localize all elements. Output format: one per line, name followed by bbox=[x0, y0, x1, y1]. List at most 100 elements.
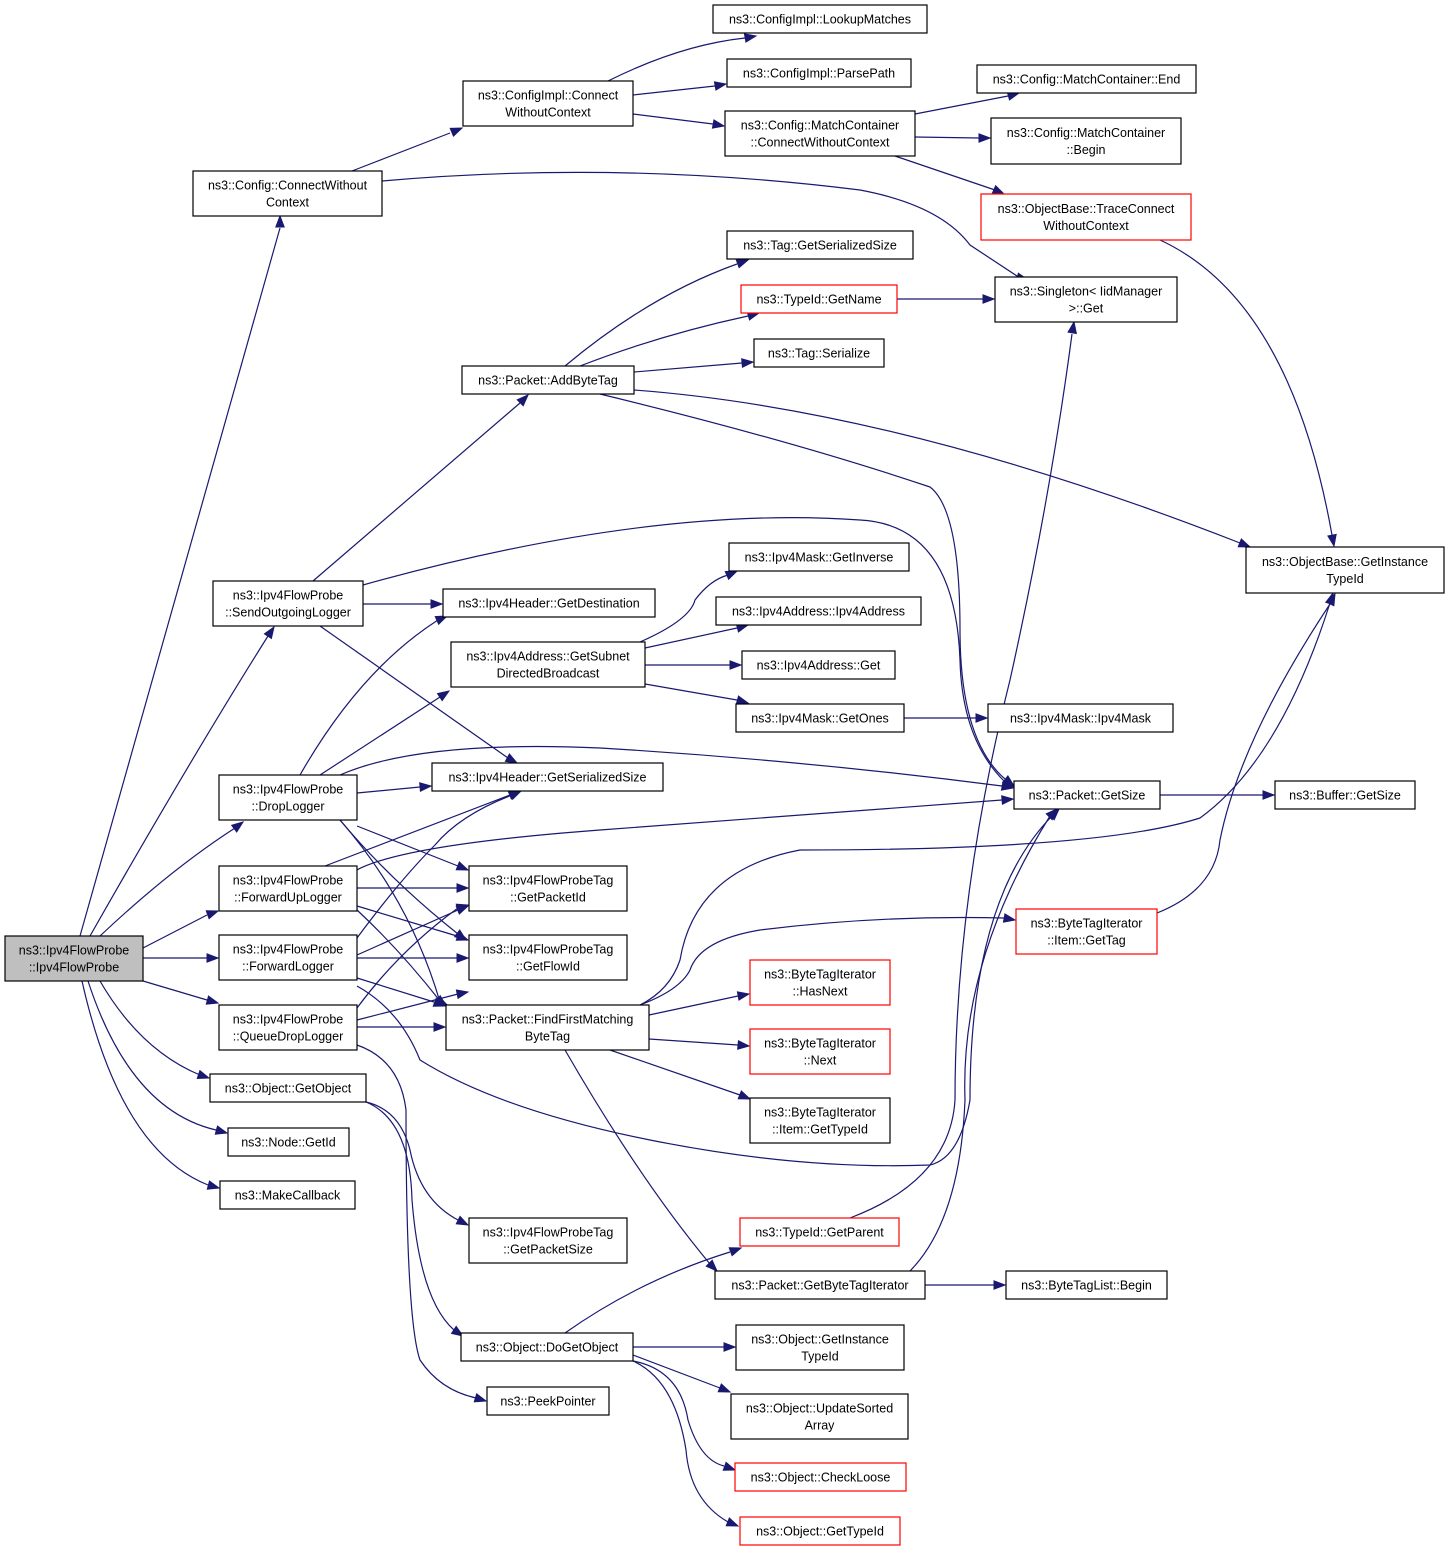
node-typeid-getname[interactable]: ns3::TypeId::GetName bbox=[740, 284, 898, 314]
edge-root-to-node_getid bbox=[87, 980, 229, 1135]
node-box bbox=[739, 1516, 901, 1546]
node-root[interactable]: ns3::Ipv4FlowProbe::Ipv4FlowProbe bbox=[4, 935, 144, 982]
edge-queuedroplogger-to-peekpointer bbox=[356, 1044, 488, 1403]
node-ipv4address-getsubnet[interactable]: ns3::Ipv4Address::GetSubnetDirectedBroad… bbox=[450, 641, 646, 688]
node-queuedroplogger[interactable]: ns3::Ipv4FlowProbe::QueueDropLogger bbox=[218, 1004, 358, 1051]
node-droplogger[interactable]: ns3::Ipv4FlowProbe::DropLogger bbox=[218, 774, 358, 821]
node-tag-getserializedsize[interactable]: ns3::Tag::GetSerializedSize bbox=[726, 230, 914, 260]
node-label: ::QueueDropLogger bbox=[233, 1030, 344, 1044]
edge-packet_findfirstmatching-to-bytetagiterator_next bbox=[648, 1038, 751, 1050]
node-ipv4address-get[interactable]: ns3::Ipv4Address::Get bbox=[741, 650, 896, 680]
node-box bbox=[734, 1462, 907, 1492]
node-object-dogetobject[interactable]: ns3::Object::DoGetObject bbox=[460, 1332, 634, 1362]
call-nodes: ns3::Ipv4FlowProbe::Ipv4FlowProbe ns3::Co… bbox=[4, 4, 1445, 1546]
node-label: ::ForwardLogger bbox=[242, 960, 334, 974]
node-bytetagiterator-item-gettag[interactable]: ns3::ByteTagIterator::Item::GetTag bbox=[1015, 908, 1158, 955]
node-box bbox=[980, 193, 1192, 241]
node-ipv4header-getdestination[interactable]: ns3::Ipv4Header::GetDestination bbox=[442, 588, 656, 618]
node-ipv4address-ipv4address[interactable]: ns3::Ipv4Address::Ipv4Address bbox=[715, 596, 922, 626]
node-label: ns3::Config::MatchContainer bbox=[1007, 126, 1165, 140]
node-forwarduplogger[interactable]: ns3::Ipv4FlowProbe::ForwardUpLogger bbox=[218, 865, 358, 912]
node-packet-getbytetagiterator[interactable]: ns3::Packet::GetByteTagIterator bbox=[714, 1270, 926, 1300]
node-ipv4mask-ipv4mask[interactable]: ns3::Ipv4Mask::Ipv4Mask bbox=[987, 703, 1174, 733]
node-configimpl-lookup[interactable]: ns3::ConfigImpl::LookupMatches bbox=[712, 4, 928, 34]
node-makecallback[interactable]: ns3::MakeCallback bbox=[219, 1180, 356, 1210]
node-label: ns3::Ipv4FlowProbe bbox=[233, 589, 344, 603]
node-box bbox=[990, 117, 1182, 165]
node-matchcontainer-connect[interactable]: ns3::Config::MatchContainer::ConnectWith… bbox=[724, 110, 916, 157]
node-box bbox=[219, 1180, 356, 1210]
node-label: ::Next bbox=[804, 1054, 837, 1068]
node-label: ns3::Singleton< IidManager bbox=[1010, 285, 1163, 299]
node-label: ns3::Ipv4Mask::GetInverse bbox=[745, 551, 894, 565]
node-sendoutgoinglogger[interactable]: ns3::Ipv4FlowProbe::SendOutgoingLogger bbox=[212, 580, 364, 627]
node-label: ns3::MakeCallback bbox=[235, 1189, 341, 1203]
node-ipv4mask-getones[interactable]: ns3::Ipv4Mask::GetOnes bbox=[735, 703, 905, 733]
node-object-gettypeid[interactable]: ns3::Object::GetTypeId bbox=[739, 1516, 901, 1546]
node-singleton-get[interactable]: ns3::Singleton< IidManager>::Get bbox=[994, 276, 1178, 323]
node-object-getobject[interactable]: ns3::Object::GetObject bbox=[209, 1073, 367, 1103]
node-box bbox=[445, 1004, 650, 1051]
node-label: ::Item::GetTypeId bbox=[772, 1123, 868, 1137]
node-objectbase-traceconnect[interactable]: ns3::ObjectBase::TraceConnectWithoutCont… bbox=[980, 193, 1192, 241]
node-label: ns3::ConfigImpl::Connect bbox=[478, 89, 619, 103]
node-bytetagiterator-next[interactable]: ns3::ByteTagIterator::Next bbox=[749, 1028, 891, 1075]
node-object-checkloose[interactable]: ns3::Object::CheckLoose bbox=[734, 1462, 907, 1492]
node-config-connect[interactable]: ns3::Config::ConnectWithoutContext bbox=[192, 170, 383, 217]
node-box bbox=[218, 774, 358, 821]
node-box bbox=[468, 1217, 628, 1264]
node-box bbox=[450, 641, 646, 688]
node-box bbox=[218, 865, 358, 912]
node-box bbox=[209, 1073, 367, 1103]
node-bytetaglist-begin[interactable]: ns3::ByteTagList::Begin bbox=[1005, 1270, 1168, 1300]
edge-configimpl_connect-to-configimpl_lookup bbox=[607, 33, 758, 82]
edge-root-to-object_getobject bbox=[99, 980, 211, 1080]
node-packet-addbytetag[interactable]: ns3::Packet::AddByteTag bbox=[461, 365, 635, 395]
node-box bbox=[212, 580, 364, 627]
node-tag-getpacketid[interactable]: ns3::Ipv4FlowProbeTag::GetPacketId bbox=[468, 865, 628, 912]
edge-bytetagiterator_item_gettag-to-objectbase_getinstancetypeid bbox=[1156, 592, 1336, 914]
node-matchcontainer-begin[interactable]: ns3::Config::MatchContainer::Begin bbox=[990, 117, 1182, 165]
edge-forwarduplogger-to-tag_getflowid bbox=[356, 905, 470, 941]
node-label: ns3::Object::GetInstance bbox=[751, 1333, 889, 1347]
node-label: ::Item::GetTag bbox=[1047, 934, 1126, 948]
node-configimpl-connect[interactable]: ns3::ConfigImpl::ConnectWithoutContext bbox=[462, 80, 634, 127]
node-box bbox=[712, 4, 928, 34]
edge-ipv4address_getsubnet-to-ipv4address_ipv4address bbox=[644, 623, 750, 649]
node-bytetagiterator-hasnext[interactable]: ns3::ByteTagIterator::HasNext bbox=[749, 959, 891, 1006]
node-peekpointer[interactable]: ns3::PeekPointer bbox=[486, 1386, 610, 1416]
node-label: ns3::ByteTagIterator bbox=[764, 1037, 876, 1051]
node-node-getid[interactable]: ns3::Node::GetId bbox=[227, 1127, 350, 1157]
node-typeid-getparent[interactable]: ns3::TypeId::GetParent bbox=[739, 1217, 900, 1247]
node-label: ns3::Tag::Serialize bbox=[768, 347, 870, 361]
node-ipv4mask-getinverse[interactable]: ns3::Ipv4Mask::GetInverse bbox=[728, 542, 910, 572]
edge-packet_addbytetag-to-tag_getserializedsize bbox=[564, 259, 750, 367]
edge-packet_addbytetag-to-objectbase_getinstancetypeid bbox=[633, 389, 1252, 548]
node-label: ns3::Buffer::GetSize bbox=[1289, 789, 1401, 803]
node-buffer-getsize[interactable]: ns3::Buffer::GetSize bbox=[1274, 780, 1416, 810]
node-label: ::GetPacketSize bbox=[503, 1243, 593, 1257]
node-box bbox=[462, 80, 634, 127]
edge-object_dogetobject-to-typeid_getparent bbox=[564, 1247, 743, 1334]
node-bytetagiterator-item-gettypeid[interactable]: ns3::ByteTagIterator::Item::GetTypeId bbox=[749, 1097, 891, 1144]
node-label: ns3::Ipv4FlowProbeTag bbox=[483, 1226, 614, 1240]
node-configimpl-parsepath[interactable]: ns3::ConfigImpl::ParsePath bbox=[726, 58, 912, 88]
node-box bbox=[1245, 546, 1445, 594]
node-box bbox=[749, 959, 891, 1006]
node-matchcontainer-end[interactable]: ns3::Config::MatchContainer::End bbox=[976, 64, 1197, 94]
node-tag-serialize[interactable]: ns3::Tag::Serialize bbox=[753, 338, 885, 368]
node-tag-getpacketsize[interactable]: ns3::Ipv4FlowProbeTag::GetPacketSize bbox=[468, 1217, 628, 1264]
node-box bbox=[749, 1028, 891, 1075]
edge-packet_addbytetag-to-typeid_getname bbox=[579, 311, 761, 367]
node-forwardlogger[interactable]: ns3::Ipv4FlowProbe::ForwardLogger bbox=[218, 934, 358, 981]
node-tag-getflowid[interactable]: ns3::Ipv4FlowProbeTag::GetFlowId bbox=[468, 934, 628, 981]
node-label: ns3::Packet::FindFirstMatching bbox=[462, 1013, 634, 1027]
edge-sendoutgoinglogger-to-packet_addbytetag bbox=[312, 394, 529, 582]
node-packet-getsize[interactable]: ns3::Packet::GetSize bbox=[1013, 780, 1161, 810]
node-box bbox=[724, 110, 916, 157]
node-ipv4header-getserializedsize[interactable]: ns3::Ipv4Header::GetSerializedSize bbox=[431, 762, 664, 792]
